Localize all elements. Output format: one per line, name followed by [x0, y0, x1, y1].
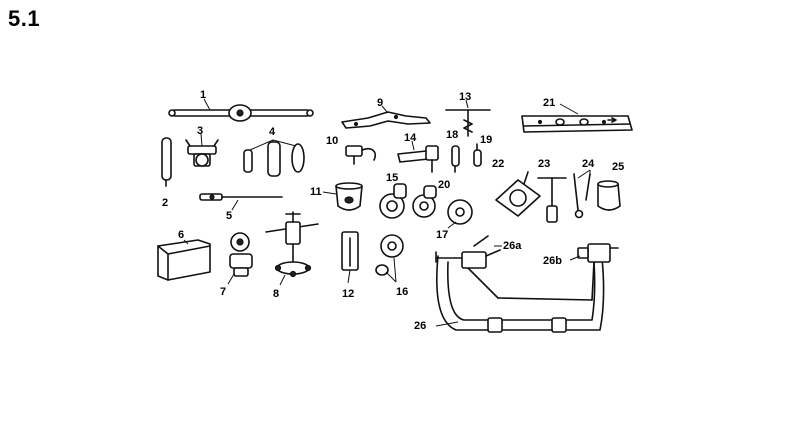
tool-26a-clamp-head — [461, 235, 501, 269]
callout-19: 19 — [480, 134, 492, 146]
callout-18: 18 — [446, 129, 458, 141]
tool-21-puller-bar — [521, 115, 633, 133]
callout-13: 13 — [459, 91, 471, 103]
tool-12-block — [341, 231, 359, 271]
figure-number: 5.1 — [8, 6, 41, 31]
tool-26-c-frame — [435, 251, 605, 333]
callout-6: 6 — [178, 229, 184, 241]
callout-22: 22 — [492, 158, 504, 170]
callout-5: 5 — [226, 210, 232, 222]
tool-20-seal-driver — [412, 185, 437, 218]
callout-11: 11 — [310, 186, 322, 198]
callout-26b: 26b — [543, 255, 562, 267]
callout-4: 4 — [269, 126, 276, 138]
tool-5-screwdriver — [199, 193, 283, 201]
callout-15: 15 — [386, 172, 398, 184]
tool-24-bolts — [573, 173, 591, 219]
tool-13-t-handle — [445, 109, 491, 137]
callout-24: 24 — [582, 158, 595, 170]
callout-26: 26 — [414, 320, 426, 332]
tool-1-tap-wrench — [168, 104, 314, 122]
tool-4-pins — [243, 141, 305, 177]
tool-11-cup — [335, 182, 363, 211]
callout-10: 10 — [326, 135, 338, 147]
callout-25: 25 — [612, 161, 624, 173]
callout-21: 21 — [543, 97, 555, 109]
callout-26a: 26a — [503, 240, 522, 252]
callout-17: 17 — [436, 229, 448, 241]
tool-23-t-bolt — [537, 177, 567, 223]
tool-7-dial-gauge — [229, 232, 253, 277]
callout-7: 7 — [220, 286, 226, 298]
tool-19-pin-punch — [473, 143, 482, 167]
tool-8-three-leg-puller — [265, 211, 319, 278]
tool-14-wrench-arm — [397, 145, 439, 173]
tool-2-drift — [161, 137, 172, 187]
callout-1: 1 — [200, 89, 206, 101]
callout-2: 2 — [162, 197, 168, 209]
tool-22-puller-plate — [495, 171, 541, 217]
callout-9: 9 — [377, 97, 383, 109]
tool-10-clamp — [345, 145, 377, 165]
tool-18-pin-punch — [451, 145, 460, 173]
callout-14: 14 — [404, 132, 417, 144]
tool-15-collar — [379, 183, 407, 219]
callout-3: 3 — [197, 125, 203, 137]
callout-20: 20 — [438, 179, 450, 191]
tool-6-bracket — [157, 239, 211, 281]
tool-26b-end-fitting — [577, 243, 619, 263]
tool-25-adapter — [597, 180, 621, 211]
callout-12: 12 — [342, 288, 354, 300]
callout-8: 8 — [273, 288, 279, 300]
tool-16-sleeves — [375, 234, 404, 276]
tool-9-holding-bar — [341, 111, 431, 129]
callout-16: 16 — [396, 286, 408, 298]
tool-17-installer — [447, 199, 473, 225]
callout-23: 23 — [538, 158, 550, 170]
